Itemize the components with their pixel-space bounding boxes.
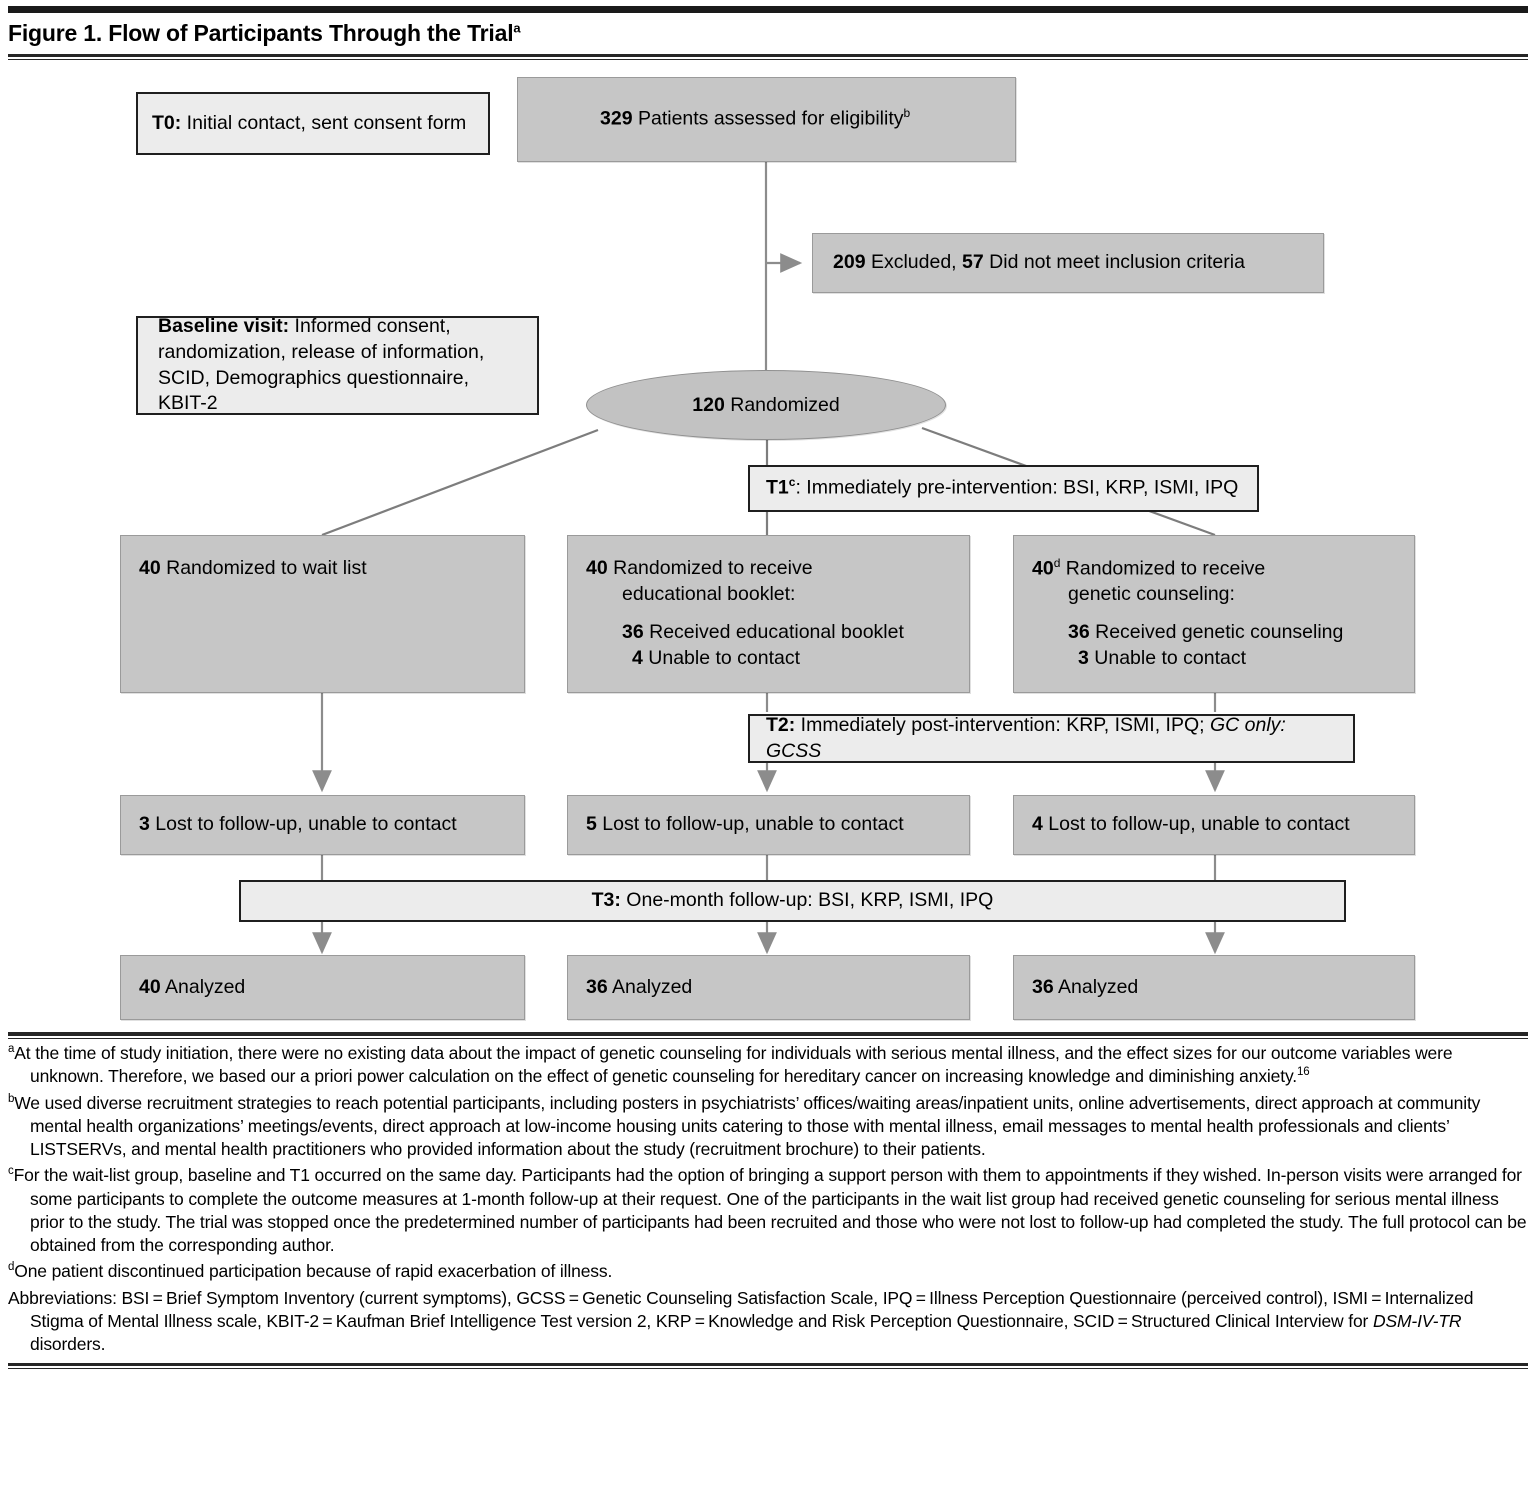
box-analyzed-gc-text: Analyzed	[1053, 975, 1139, 998]
box-analyzed-gc-count: 36	[1032, 975, 1054, 998]
box-excluded-count-2: 57	[962, 251, 984, 274]
footnote-b-text: We used diverse recruitment strategies t…	[14, 1092, 1481, 1160]
figure-title: Figure 1. Flow of Participants Through t…	[8, 20, 521, 47]
box-arm-wait-text: Randomized to wait list	[160, 557, 367, 579]
figure-title-text: Figure 1. Flow of Participants Through t…	[8, 20, 514, 46]
footnote-abbreviations: Abbreviations: BSI = Brief Symptom Inven…	[8, 1287, 1528, 1357]
box-arm-booklet-line-1: Randomized to receive	[607, 557, 813, 579]
box-arm-wait-list: 40 Randomized to wait list	[120, 535, 525, 693]
box-arm-gc-sub2-count: 3	[1078, 647, 1089, 670]
box-arm-gc-count: 40	[1032, 557, 1054, 580]
box-arm-booklet-sub2-count: 4	[632, 646, 643, 669]
box-t3-label: T3:	[591, 889, 621, 912]
box-excluded-count: 209	[833, 251, 866, 274]
box-arm-gc-sub1-count: 36	[1068, 621, 1090, 644]
box-arm-gc-sub1-text: Received genetic counseling	[1089, 621, 1344, 644]
box-t1: T1c: Immediately pre-intervention: BSI, …	[748, 465, 1259, 512]
box-lost-wait-list: 3 Lost to follow-up, unable to contact	[120, 795, 525, 855]
box-lost-wait-count: 3	[139, 813, 150, 836]
box-arm-wait-count: 40	[139, 557, 161, 579]
box-t1-footnote-marker: c	[788, 475, 796, 490]
box-baseline-line-2: randomization, release of information,	[158, 340, 485, 363]
box-t3-text: One-month follow-up: BSI, KRP, ISMI, IPQ	[620, 889, 994, 912]
footnote-c-text: For the wait-list group, baseline and T1…	[13, 1165, 1527, 1256]
footnotes-bottom-rule-thin	[8, 1368, 1528, 1370]
abbreviations-italic-term: DSM-IV-TR	[1372, 1310, 1462, 1331]
box-t3: T3: One-month follow-up: BSI, KRP, ISMI,…	[239, 880, 1346, 922]
box-analyzed-wait-list: 40 Analyzed	[120, 955, 525, 1020]
box-arm-booklet-sub1-text: Received educational booklet	[643, 620, 904, 643]
footnote-a-marker: a	[8, 1043, 15, 1056]
footnotes-bottom-rule-thick	[8, 1363, 1528, 1367]
box-assessed-for-eligibility: 329 Patients assessed for eligibilityb	[517, 77, 1016, 162]
footnote-c: cFor the wait-list group, baseline and T…	[8, 1164, 1528, 1257]
footnote-c-marker: c	[8, 1165, 14, 1178]
box-arm-gc-line-2: genetic counseling:	[1068, 583, 1235, 606]
footnote-d-marker: d	[8, 1261, 15, 1274]
box-analyzed-educational-booklet: 36 Analyzed	[567, 955, 970, 1020]
ellipse-randomized-text: Randomized	[724, 393, 840, 416]
box-arm-gc-line-1: Randomized to receive	[1060, 557, 1266, 580]
flow-diagram: T0: Initial contact, sent consent form 3…	[120, 77, 1415, 1020]
box-arm-booklet-sub2-text: Unable to contact	[642, 646, 801, 669]
box-t2: T2: Immediately post-intervention: KRP, …	[748, 714, 1355, 763]
footnote-a: aAt the time of study initiation, there …	[8, 1042, 1528, 1089]
box-assessed-text: Patients assessed for eligibility	[632, 107, 904, 130]
box-lost-genetic-counseling: 4 Lost to follow-up, unable to contact	[1013, 795, 1415, 855]
box-assessed-footnote-marker: b	[903, 106, 911, 121]
figure-title-footnote-marker: a	[513, 20, 521, 36]
footnote-d-text: One patient discontinued participation b…	[14, 1261, 613, 1282]
top-rule	[8, 6, 1528, 13]
box-baseline-visit: Baseline visit: Informed consent, random…	[136, 314, 539, 415]
box-t0-text: Initial contact, sent consent form	[181, 111, 467, 134]
box-arm-educational-booklet: 40 Randomized to receive educational boo…	[567, 535, 970, 693]
box-analyzed-genetic-counseling: 36 Analyzed	[1013, 955, 1415, 1020]
footnote-d: dOne patient discontinued participation …	[8, 1260, 1528, 1283]
box-lost-gc-text: Lost to follow-up, unable to contact	[1042, 813, 1350, 836]
footnote-b: bWe used diverse recruitment strategies …	[8, 1092, 1528, 1162]
box-arm-booklet-sub1-count: 36	[622, 620, 644, 643]
box-lost-booklet-text: Lost to follow-up, unable to contact	[596, 813, 904, 836]
box-arm-booklet-count: 40	[586, 557, 608, 579]
abbreviations-text-1: BSI = Brief Symptom Inventory (current s…	[30, 1287, 1474, 1331]
footnotes-top-rule-thin	[8, 1038, 1528, 1039]
footnote-a-text: At the time of study initiation, there w…	[14, 1043, 1453, 1087]
title-rule-thin	[8, 59, 1528, 60]
box-analyzed-booklet-text: Analyzed	[607, 975, 693, 998]
box-excluded-text-1: Excluded,	[865, 251, 963, 274]
box-baseline-line-1: Informed consent,	[289, 314, 451, 337]
box-excluded-text-2: Did not meet inclusion criteria	[983, 251, 1245, 274]
abbreviations-text-2: disorders.	[30, 1334, 106, 1355]
box-t2-text: Immediately post-intervention: KRP, ISMI…	[795, 713, 1210, 736]
ellipse-randomized-count: 120	[692, 393, 725, 416]
box-t2-label: T2:	[766, 713, 796, 736]
box-t0-label: T0:	[152, 111, 182, 134]
box-lost-educational-booklet: 5 Lost to follow-up, unable to contact	[567, 795, 970, 855]
box-analyzed-wait-count: 40	[139, 975, 161, 998]
box-arm-gc-footnote-marker: d	[1053, 556, 1061, 570]
box-assessed-count: 329	[600, 107, 633, 130]
box-lost-wait-text: Lost to follow-up, unable to contact	[149, 813, 457, 836]
box-excluded: 209 Excluded, 57 Did not meet inclusion …	[812, 233, 1324, 293]
box-baseline-line-3: SCID, Demographics questionnaire, KBIT-2	[158, 366, 470, 415]
box-t0: T0: Initial contact, sent consent form	[136, 92, 490, 155]
box-t2-italic-text: GC only: GCSS	[766, 713, 1286, 762]
footnotes-section: aAt the time of study initiation, there …	[8, 1032, 1528, 1370]
footnote-a-reference: 16	[1296, 1066, 1310, 1079]
box-lost-gc-count: 4	[1032, 813, 1043, 836]
abbreviations-label: Abbreviations:	[8, 1287, 122, 1308]
title-rule-thick	[8, 54, 1528, 57]
box-baseline-label: Baseline visit:	[158, 314, 290, 337]
footnote-b-marker: b	[8, 1092, 15, 1105]
box-analyzed-wait-text: Analyzed	[160, 975, 246, 998]
box-arm-genetic-counseling: 40d Randomized to receive genetic counse…	[1013, 535, 1415, 693]
box-lost-booklet-count: 5	[586, 813, 597, 836]
footnotes-top-rule-thick	[8, 1032, 1528, 1036]
box-arm-gc-sub2-text: Unable to contact	[1088, 647, 1247, 670]
box-t1-text: : Immediately pre-intervention: BSI, KRP…	[795, 476, 1239, 499]
box-t1-label: T1	[766, 476, 789, 499]
ellipse-randomized: 120 Randomized	[586, 370, 946, 440]
box-arm-booklet-line-2: educational booklet:	[622, 582, 796, 605]
box-analyzed-booklet-count: 36	[586, 975, 608, 998]
